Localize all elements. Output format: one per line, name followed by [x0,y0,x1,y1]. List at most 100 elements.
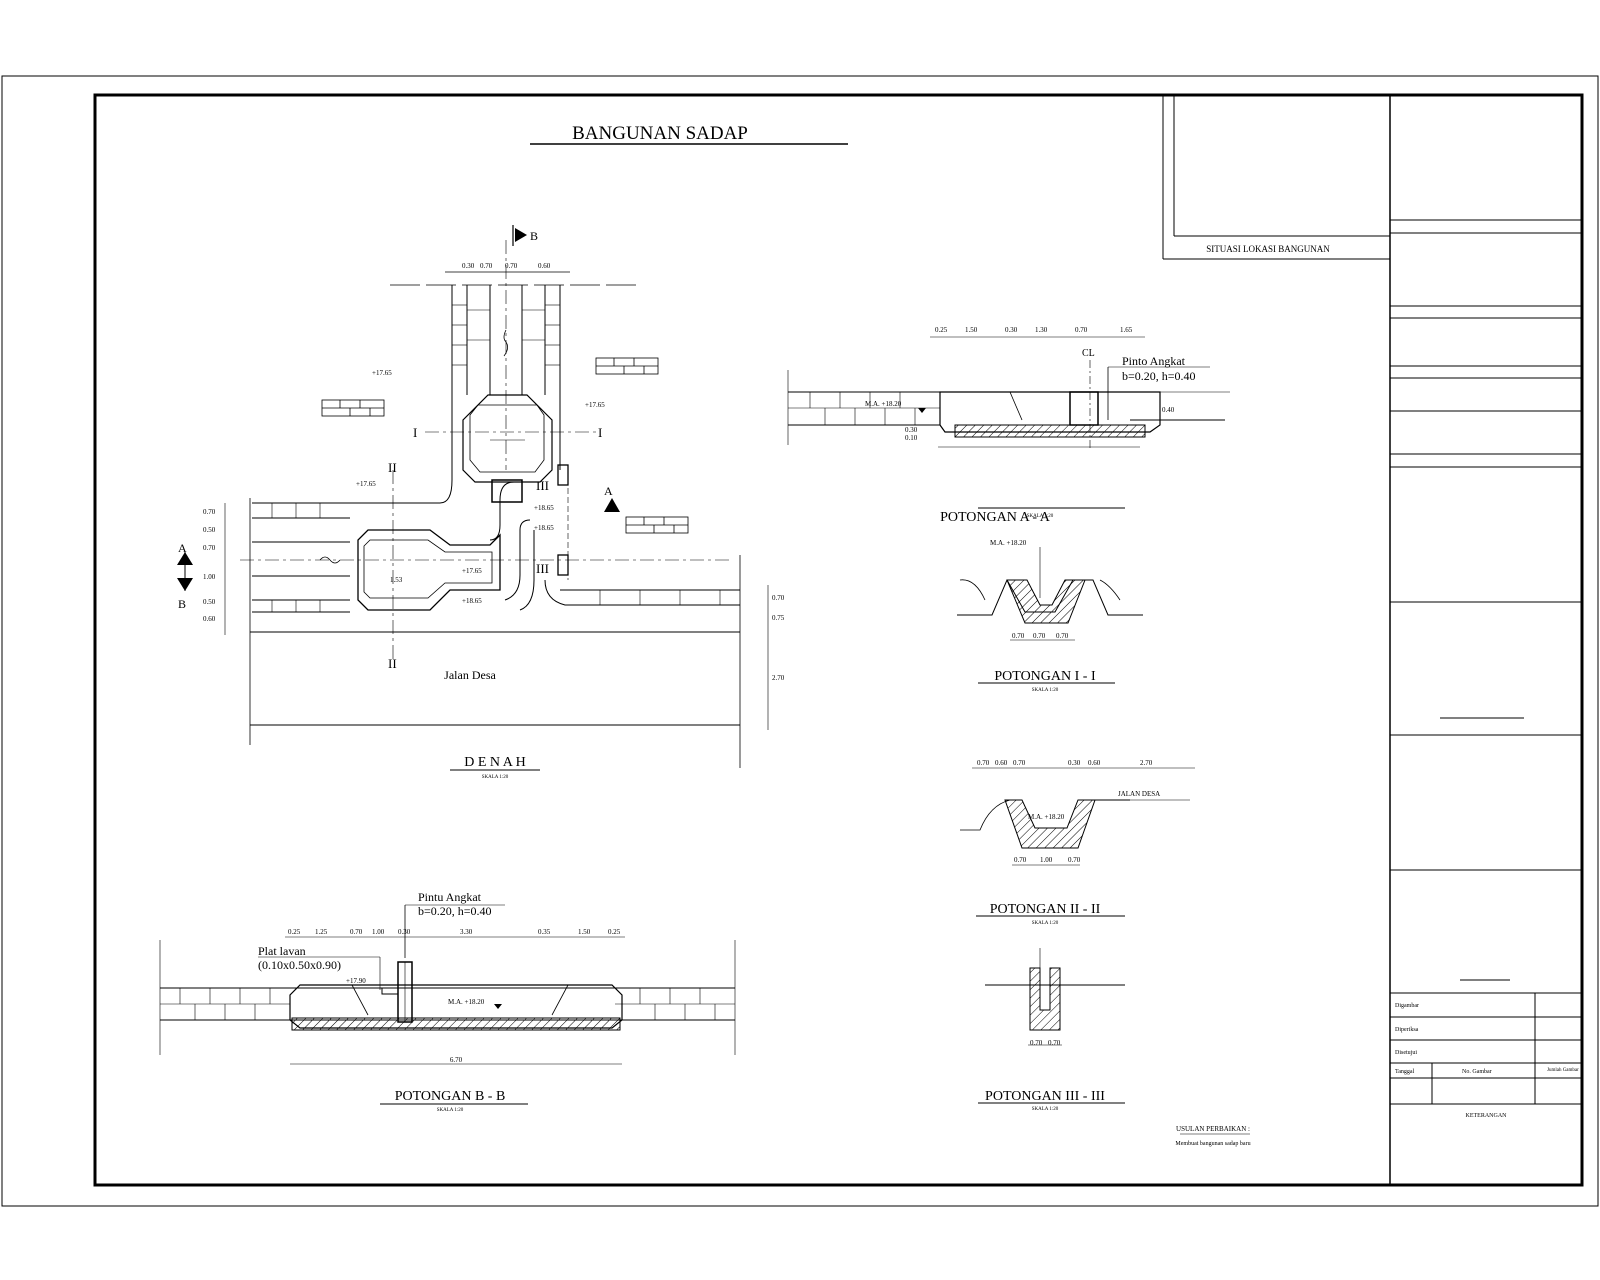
denah-mark-ii-top: II [388,460,397,475]
aa-dim-1: 0.25 [935,326,948,334]
bb-dim-7: 0.35 [538,928,551,936]
denah-elev-1: +17.65 [372,369,392,377]
section-iii: 0.70 0.70 POTONGAN III - III SKALA 1:20 [978,948,1125,1112]
section-bb: Pintu Angkat b=0.20, h=0.40 0.25 1.25 0.… [159,890,736,1113]
section-i: M.A. +18.20 0.70 0.70 0.70 POTONGAN I - … [957,539,1143,693]
aa-gate: Pinto Angkat [1122,354,1186,368]
i-ma: M.A. +18.20 [990,539,1027,547]
ii-top-dim-4: 0.30 [1068,759,1081,767]
denah-mark-iii-bottom: III [536,561,549,576]
bb-plate-dim: (0.10x0.50x0.90) [258,958,341,972]
denah-mark-a-right: A [604,484,613,498]
denah-top-dim-3: 0.70 [505,262,518,270]
denah-left-dim-4: 1.00 [203,573,216,581]
iii-dim-2: 0.70 [1048,1039,1061,1047]
brick-hatch [321,357,689,534]
drawing-border [93,93,1584,1187]
tb-row-digambar: Digambar [1395,1003,1419,1009]
section-ii: 0.70 0.60 0.70 0.30 0.60 2.70 JALAN DESA… [960,759,1195,926]
aa-ma: M.A. +18.20 [865,400,902,408]
situasi-box: SITUASI LOKASI BANGUNAN [1162,95,1390,260]
note-text: Membuat bangunan sadap baru [1175,1141,1250,1147]
aa-sub-3: 0.40 [1162,406,1175,414]
sheet-title: BANGUNAN SADAP [572,123,748,144]
section-aa: 0.25 1.50 0.30 1.30 0.70 1.65 CL Pinto A… [787,326,1230,525]
denah-elev-6: +18.65 [534,504,554,512]
aa-sub-1: 0.30 [905,426,918,434]
ii-bottom-dim-3: 0.70 [1068,856,1081,864]
ii-title: POTONGAN II - II [990,902,1101,917]
ii-bottom-dim-1: 0.70 [1014,856,1027,864]
denah-mark-ii-bottom: II [388,656,397,671]
ii-ma: M.A. +18.20 [1028,813,1065,821]
denah-mark-a-left: A [178,541,187,555]
denah-road-label: Jalan Desa [444,668,496,682]
denah-elev-2: +17.65 [585,401,605,409]
denah-elev-5: +18.65 [462,597,482,605]
denah-right-dim-1: 0.70 [772,594,785,602]
denah-left-dim-6: 0.60 [203,615,216,623]
aa-sub-2: 0.10 [905,434,918,442]
bb-total: 6.70 [450,1056,463,1064]
denah-left-dim-2: 0.50 [203,526,216,534]
aa-water-mark [918,408,926,413]
aa-cl: CL [1082,348,1095,359]
denah-mark-b-left: B [178,597,186,611]
denah-mark-iii-top: III [536,478,549,493]
situasi-label: SITUASI LOKASI BANGUNAN [1206,244,1330,254]
iii-dim-1: 0.70 [1030,1039,1043,1047]
tb-no-gambar: No. Gambar [1462,1069,1492,1075]
aa-title: POTONGAN A - A [940,510,1051,525]
bb-gate: Pintu Angkat [418,890,482,904]
ii-bottom-dim-2: 1.00 [1040,856,1053,864]
bb-dim-4: 1.00 [372,928,385,936]
denah-title: D E N A H [464,755,525,770]
aa-dim-4: 1.30 [1035,326,1048,334]
i-dim-2: 0.70 [1033,632,1046,640]
ii-top-dim-2: 0.60 [995,759,1008,767]
denah-top-dim-2: 0.70 [480,262,493,270]
ii-road: JALAN DESA [1118,790,1160,798]
bb-plate: Plat lavan [258,944,306,958]
denah-top-dim-4: 0.60 [538,262,551,270]
i-dim-1: 0.70 [1012,632,1025,640]
iii-scale: SKALA 1:20 [1032,1107,1059,1112]
denah-right-dim-3: 2.70 [772,674,785,682]
aa-dim-3: 0.30 [1005,326,1018,334]
outer-frame [1,75,1599,1207]
denah-mark-i-left: I [413,425,417,440]
denah-scale: SKALA 1:20 [482,775,509,780]
ii-top-dim-6: 2.70 [1140,759,1153,767]
bb-ma: M.A. +18.20 [448,998,485,1006]
denah-left-dim-3: 0.70 [203,544,216,552]
tb-row-disetujui: Disetujui [1395,1050,1417,1056]
tb-tanggal: Tanggal [1395,1069,1415,1075]
bb-dim-3: 0.70 [350,928,363,936]
bb-dim-2: 1.25 [315,928,328,936]
ii-top-dim-1: 0.70 [977,759,990,767]
denah-elev-4: +17.65 [462,567,482,575]
aa-dim-5: 0.70 [1075,326,1088,334]
bb-dim-5: 0.30 [398,928,411,936]
bb-scale: SKALA 1:20 [437,1108,464,1113]
bb-elev-c: +17.90 [346,977,366,985]
aa-dim-6: 1.65 [1120,326,1133,334]
denah-elev-3: +17.65 [356,480,376,488]
i-dim-3: 0.70 [1056,632,1069,640]
section-a-arrow-right [604,498,620,512]
denah-mark-i-right: I [598,425,602,440]
section-b-arrow-top [515,228,527,242]
note-title: USULAN PERBAIKAN : [1176,1125,1250,1133]
iii-title: POTONGAN III - III [985,1089,1105,1104]
ii-top-dim-3: 0.70 [1013,759,1026,767]
denah-left-dim-1: 0.70 [203,508,216,516]
aa-gate-dim: b=0.20, h=0.40 [1122,369,1196,383]
denah-dim-153: 1.53 [390,576,403,584]
i-scale: SKALA 1:20 [1032,688,1059,693]
bb-dim-6: 3.30 [460,928,473,936]
bb-dim-9: 0.25 [608,928,621,936]
i-title: POTONGAN I - I [994,669,1096,684]
ii-scale: SKALA 1:20 [1032,921,1059,926]
tb-row-diperiksa: Diperiksa [1395,1027,1419,1033]
